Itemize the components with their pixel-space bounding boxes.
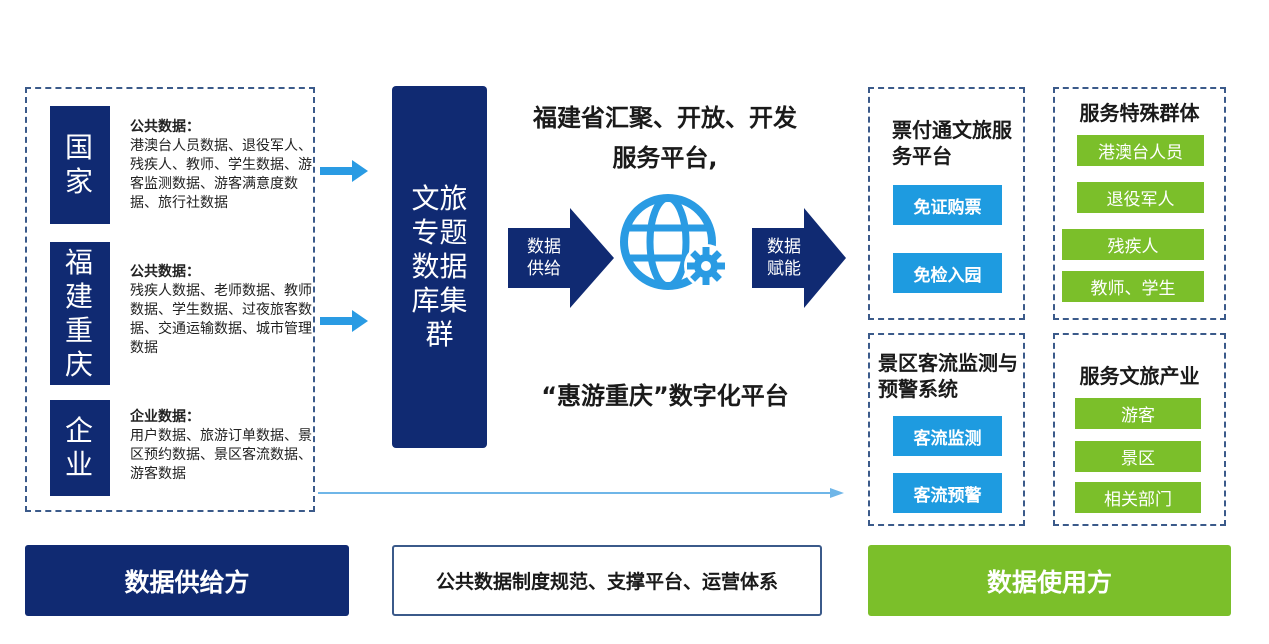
app-title-special-groups: 服务特殊群体 [1079, 101, 1200, 125]
app-title-ticketing: 票付通文旅服务平台 [892, 118, 1012, 168]
data-title: 公共数据： [130, 264, 200, 280]
supplier-data-regional: 公共数据： 残疾人数据、老师数据、教师数据、学生数据、过夜旅客数据、交通运输数据… [130, 263, 312, 358]
footer-user: 数据使用方 [868, 545, 1231, 616]
platform-name: “惠游重庆”数字化平台 [541, 382, 789, 410]
database-cluster-label: 文旅专题数据库集群 [411, 182, 468, 351]
app-title-industry: 服务文旅产业 [1079, 364, 1200, 388]
industry-item-tourists[interactable]: 游客 [1075, 398, 1201, 429]
data-text: 港澳台人员数据、退役军人、残疾人、教师、学生数据、游客监测数据、游客满意度数据、… [130, 138, 312, 211]
supplier-panel [25, 87, 315, 512]
industry-item-scenic[interactable]: 景区 [1075, 441, 1201, 472]
long-arrow-icon [318, 488, 844, 498]
footer-supplier: 数据供给方 [25, 545, 349, 616]
ticket-free-entry-button[interactable]: 免检入园 [893, 253, 1002, 293]
arrow-right-icon [320, 160, 368, 182]
data-title: 企业数据： [130, 409, 200, 425]
flow-monitor-button[interactable]: 客流监测 [893, 416, 1002, 456]
data-text: 用户数据、旅游订单数据、景区预约数据、景区客流数据、游客数据 [130, 428, 312, 482]
flow-warning-button[interactable]: 客流预警 [893, 473, 1002, 513]
database-cluster: 文旅专题数据库集群 [392, 86, 487, 448]
data-text: 残疾人数据、老师数据、教师数据、学生数据、过夜旅客数据、交通运输数据、城市管理数… [130, 283, 312, 356]
data-empower-label: 数据赋能 [767, 237, 801, 279]
app-panel-flow-monitor [868, 333, 1025, 526]
group-item-teachers-students[interactable]: 教师、学生 [1062, 271, 1204, 302]
data-empower-arrow [752, 208, 846, 308]
group-item-veterans[interactable]: 退役军人 [1077, 182, 1204, 213]
platform-title-line2: 服务平台, [612, 144, 718, 172]
footer-middle: 公共数据制度规范、支撑平台、运营体系 [392, 545, 822, 616]
supplier-label-regional: 福建重庆 [50, 242, 110, 385]
group-item-hmt[interactable]: 港澳台人员 [1077, 135, 1204, 166]
supplier-label-enterprise: 企业 [50, 400, 110, 496]
app-panel-industry [1053, 333, 1226, 526]
app-panel-ticketing [868, 87, 1025, 320]
group-item-disabled[interactable]: 残疾人 [1062, 229, 1204, 260]
supplier-data-enterprise: 企业数据： 用户数据、旅游订单数据、景区预约数据、景区客流数据、游客数据 [130, 408, 312, 484]
supplier-data-national: 公共数据： 港澳台人员数据、退役军人、残疾人、教师、学生数据、游客监测数据、游客… [130, 118, 312, 213]
data-title: 公共数据： [130, 119, 200, 135]
data-supply-arrow [508, 208, 614, 308]
industry-item-departments[interactable]: 相关部门 [1075, 482, 1201, 513]
globe-gear-icon [620, 194, 728, 290]
arrow-right-icon [320, 310, 368, 332]
supplier-label-national: 国家 [50, 106, 110, 224]
data-supply-label: 数据供给 [527, 237, 561, 279]
app-title-flow-monitor: 景区客流监测与预警系统 [878, 351, 1018, 401]
app-panel-special-groups [1053, 87, 1226, 320]
ticket-free-purchase-button[interactable]: 免证购票 [893, 185, 1002, 225]
platform-title-line1: 福建省汇聚、开放、开发 [533, 104, 797, 132]
